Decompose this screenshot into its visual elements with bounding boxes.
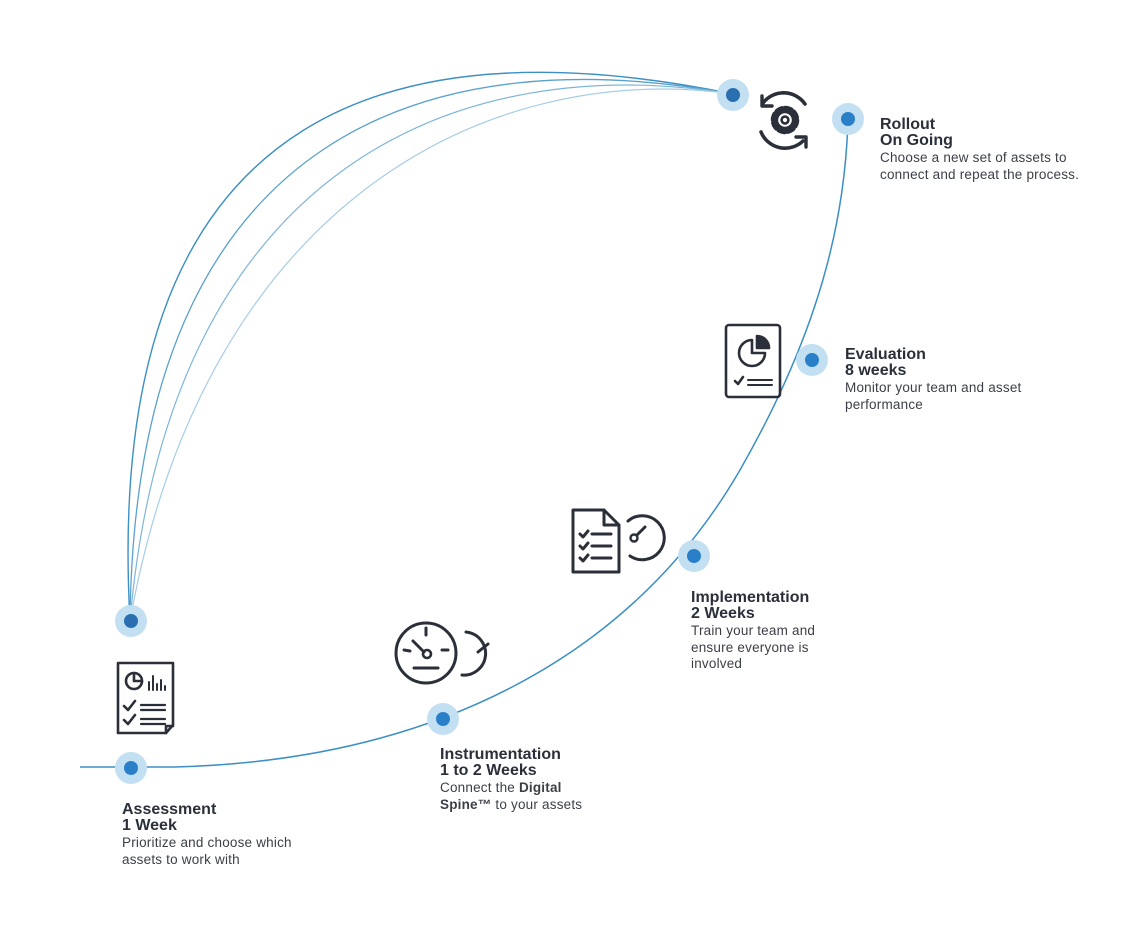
return-arc-4	[129, 88, 734, 622]
document-gauge-icon	[571, 508, 666, 574]
description-text: Connect the	[440, 780, 519, 795]
return-arcs	[127, 71, 734, 622]
step-description: Choose a new set of assets to connect an…	[880, 150, 1080, 182]
step-description: Prioritize and choose which assets to wo…	[122, 835, 292, 867]
return-arc-3	[129, 84, 734, 622]
step-duration: On Going	[880, 132, 953, 149]
node-assessment	[115, 752, 147, 784]
step-duration: 2 Weeks	[691, 605, 755, 622]
report-pie-chart-icon	[724, 323, 782, 399]
node-evaluation	[796, 344, 828, 376]
step-implementation: Implementation 2 Weeks Train your team a…	[691, 590, 871, 673]
step-duration: 1 to 2 Weeks	[440, 762, 537, 779]
node-rollout-return	[717, 79, 749, 111]
step-name: Assessment	[122, 801, 217, 818]
step-rollout: Rollout On Going Choose a new set of ass…	[880, 117, 1120, 183]
step-assessment: Assessment 1 Week Prioritize and choose …	[122, 802, 352, 868]
step-name: Rollout	[880, 116, 936, 133]
step-duration: 1 Week	[122, 817, 177, 834]
node-rollout	[832, 103, 864, 135]
step-duration: 8 weeks	[845, 362, 907, 379]
step-name: Evaluation	[845, 346, 926, 363]
step-name: Implementation	[691, 589, 810, 606]
gauge-icon	[394, 621, 490, 685]
node-implementation	[678, 540, 710, 572]
step-evaluation: Evaluation 8 weeks Monitor your team and…	[845, 347, 1085, 413]
description-text: to your assets	[491, 796, 583, 812]
progress-path	[80, 119, 849, 768]
step-description: Connect the Digital Spine™ to your asset…	[440, 780, 615, 813]
step-instrumentation: Instrumentation 1 to 2 Weeks Connect the…	[440, 747, 640, 813]
step-description: Monitor your team and asset performance	[845, 380, 1022, 412]
return-arc-2	[129, 78, 734, 622]
node-assessment-return	[115, 605, 147, 637]
return-arc-1	[127, 71, 734, 622]
node-instrumentation	[427, 703, 459, 735]
report-checklist-icon	[116, 661, 175, 735]
step-name: Instrumentation	[440, 746, 561, 763]
gear-cycle-icon	[759, 91, 808, 150]
step-description: Train your team and ensure everyone is i…	[691, 623, 816, 671]
digital-spine-name: Digital Spine™	[440, 780, 562, 812]
